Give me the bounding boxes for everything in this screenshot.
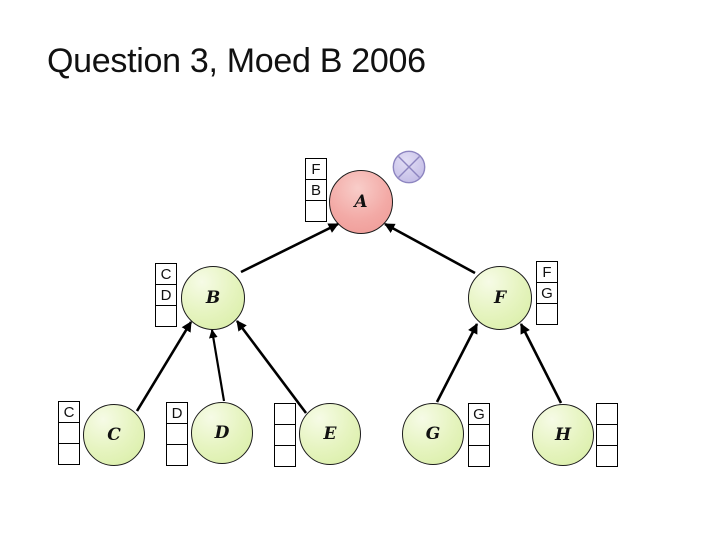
edge-f-to-a	[384, 222, 476, 275]
table-cell	[536, 303, 558, 325]
node-f-table: F G	[536, 261, 558, 325]
node-g-table: G	[468, 403, 490, 467]
node-b: B	[181, 266, 245, 330]
node-f-label: F	[493, 288, 507, 308]
table-cell: F	[305, 158, 327, 180]
node-d-label: D	[214, 423, 230, 443]
node-c-table: C	[58, 401, 80, 465]
node-e: E	[299, 403, 361, 465]
table-cell	[155, 305, 177, 327]
node-c: C	[83, 404, 145, 466]
table-cell	[596, 403, 618, 425]
node-h: H	[532, 404, 594, 466]
node-g: G	[402, 403, 464, 465]
node-g-label: G	[425, 424, 441, 444]
node-h-label: H	[554, 425, 572, 445]
node-f: F	[468, 266, 532, 330]
table-cell: C	[58, 401, 80, 423]
table-cell	[166, 423, 188, 445]
slide-title: Question 3, Moed B 2006	[47, 42, 426, 80]
edge-e-to-b	[235, 320, 308, 414]
table-cell	[274, 424, 296, 446]
edge-b-to-a	[240, 222, 339, 274]
node-e-label: E	[323, 424, 337, 444]
edge-c-to-b	[135, 321, 193, 412]
node-d-table: D	[166, 402, 188, 466]
table-cell	[58, 422, 80, 444]
table-cell	[468, 424, 490, 446]
node-c-label: C	[107, 425, 121, 445]
node-h-table	[596, 403, 618, 467]
table-cell	[274, 403, 296, 425]
table-cell	[305, 200, 327, 222]
table-cell: D	[166, 402, 188, 424]
table-cell	[166, 444, 188, 466]
node-a-label: A	[354, 192, 368, 212]
table-cell: G	[468, 403, 490, 425]
table-cell: B	[305, 179, 327, 201]
node-a-table: F B	[305, 158, 327, 222]
table-cell: C	[155, 263, 177, 285]
node-a: A	[329, 170, 393, 234]
edge-g-to-f	[435, 323, 479, 403]
edge-h-to-f	[519, 323, 563, 404]
node-e-table	[274, 403, 296, 467]
table-cell: D	[155, 284, 177, 306]
table-cell	[274, 445, 296, 467]
crossed-circle-icon	[392, 150, 426, 184]
node-b-table: C D	[155, 263, 177, 327]
table-cell	[596, 424, 618, 446]
node-b-label: B	[205, 288, 221, 308]
table-cell	[468, 445, 490, 467]
edge-d-to-b	[208, 329, 226, 402]
table-cell: G	[536, 282, 558, 304]
table-cell: F	[536, 261, 558, 283]
table-cell	[596, 445, 618, 467]
table-cell	[58, 443, 80, 465]
node-d: D	[191, 402, 253, 464]
